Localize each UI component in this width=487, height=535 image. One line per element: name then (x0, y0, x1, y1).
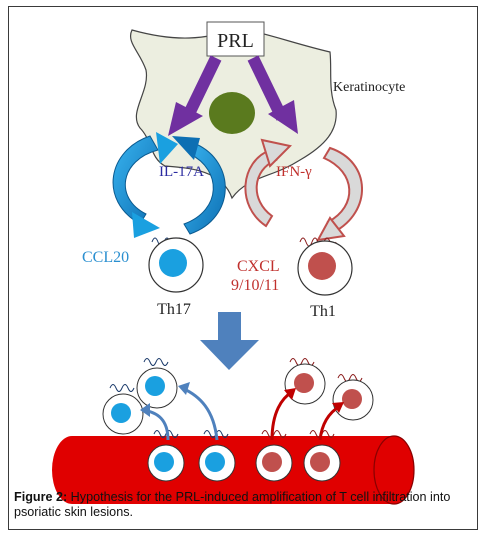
il17a-loop-arrows (112, 132, 226, 238)
th17-cell (148, 237, 204, 293)
vessel-blue-cell-1 (147, 430, 185, 482)
migration-arrowhead-red-2 (332, 402, 344, 413)
infiltrating-red-cell-1 (284, 358, 326, 405)
caption-label: Figure 2: (14, 490, 68, 504)
th1-label: Th1 (310, 303, 336, 320)
migration-arrowhead-blue-1 (140, 403, 150, 417)
migration-arrowhead-red-1 (284, 388, 296, 400)
il17a-label: IL-17A (159, 164, 204, 180)
vessel-red-cell-2 (303, 430, 341, 482)
keratinocyte-label: Keratinocyte (333, 80, 405, 95)
prl-arrow-right (247, 55, 298, 134)
th17-label: Th17 (157, 301, 191, 318)
prl-box (206, 21, 265, 57)
prl-arrow-left (168, 55, 222, 136)
down-arrow (200, 312, 259, 370)
prl-label: PRL (217, 30, 254, 52)
infiltrating-blue-cell-2 (102, 384, 144, 435)
migration-arrowhead-blue-2 (178, 382, 190, 395)
vessel-red-cell-1 (255, 430, 293, 482)
ifng-label: IFN-γ (276, 164, 312, 180)
infiltrating-blue-cell-1 (136, 358, 178, 409)
th1-cell (297, 237, 353, 296)
ccl20-label: CCL20 (82, 249, 129, 266)
infiltrating-red-cell-2 (332, 374, 374, 421)
ifng-loop-arrows (244, 138, 363, 242)
nucleus (209, 92, 255, 134)
cxcl-label-line1: CXCL (237, 258, 280, 275)
caption-text: Hypothesis for the PRL-induced amplifica… (14, 490, 451, 519)
cxcl-label-line2: 9/10/11 (231, 277, 279, 294)
figure-caption: Figure 2: Hypothesis for the PRL-induced… (14, 490, 472, 520)
